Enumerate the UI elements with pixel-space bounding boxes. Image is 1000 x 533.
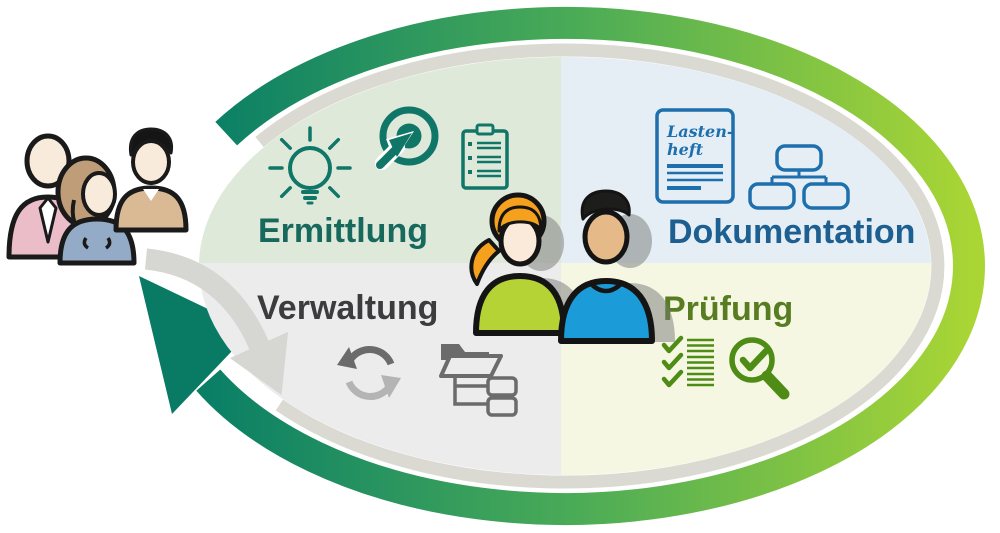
target-cursor-icon (375, 106, 439, 170)
checklist-icon (661, 335, 714, 388)
org-chart-icon (748, 144, 850, 210)
persona-woman-icon (469, 192, 567, 336)
lastenheft-document-icon: Lasten- heft (655, 108, 735, 204)
lightbulb-icon (268, 126, 352, 205)
pruefung-group: Prüfung (661, 290, 793, 400)
verwaltung-group: Verwaltung (257, 289, 518, 417)
clipboard-icon (461, 123, 509, 190)
inner-rim (255, 43, 945, 489)
dokumentation-group: Lasten- heft Dokumentation (655, 108, 915, 251)
quadrant-label-verwaltung: Verwaltung (257, 289, 438, 327)
inner-gray-arrow (144, 248, 289, 395)
cycle-ring-arrow (139, 6, 985, 525)
persona-man-icon (558, 189, 655, 344)
sync-icon (337, 346, 401, 400)
quadrant-label-dokumentation: Dokumentation (668, 213, 915, 251)
gray-arrowhead-icon (229, 331, 289, 395)
magnifier-check-icon (729, 337, 790, 400)
quadrant-label-pruefung: Prüfung (663, 290, 793, 328)
lastenheft-text-line2: heft (667, 140, 704, 159)
folder-tree-icon (439, 344, 518, 417)
quadrant-label-ermittlung: Ermittlung (258, 212, 428, 250)
ermittlung-group: Ermittlung (258, 106, 509, 250)
lastenheft-text-line1: Lasten- (666, 122, 733, 141)
stakeholder-group-icon (6, 127, 189, 266)
cycle-arrowhead-icon (139, 276, 252, 414)
